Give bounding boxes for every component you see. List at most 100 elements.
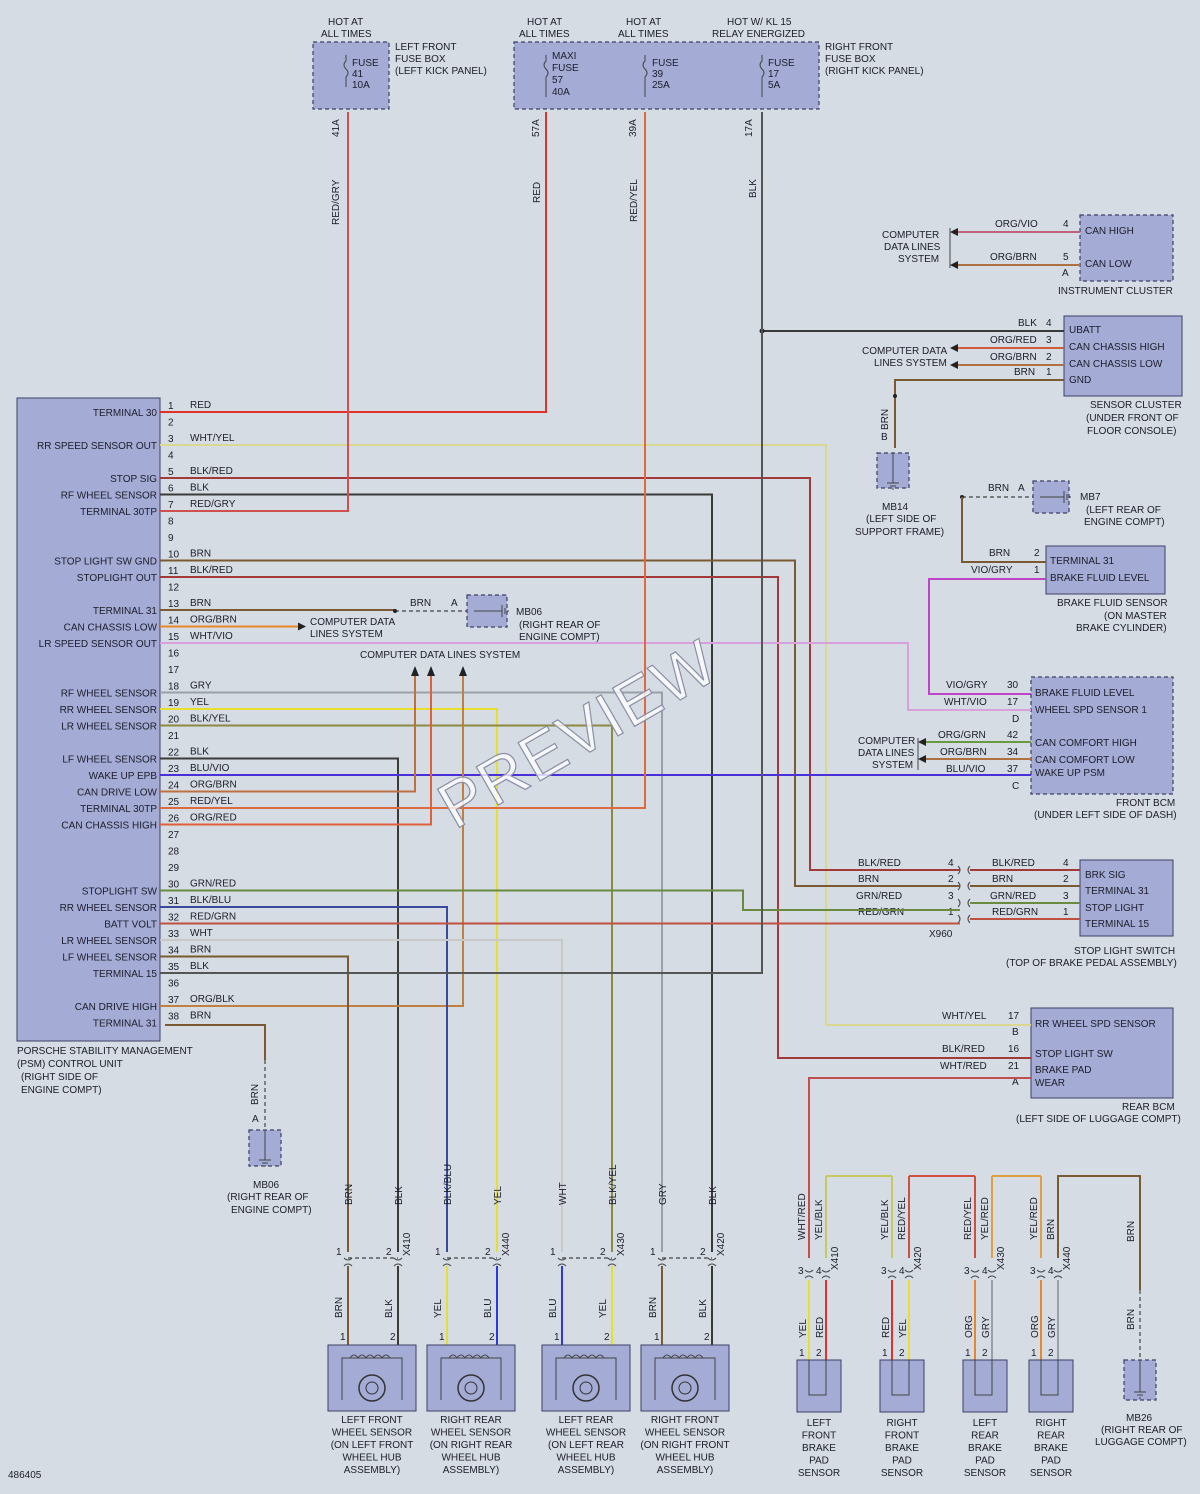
fuse-17-line-1: FUSE [768, 58, 795, 69]
wire-lf-sensor-brn [160, 955, 349, 1252]
sc-p2: 3 [1046, 335, 1052, 346]
fbcm-n1: BRAKE FLUID LEVEL [1035, 688, 1135, 699]
psm-pin-name: LF WHEEL SENSOR [62, 953, 157, 964]
fbcm-n2: WHEEL SPD SENSOR 1 [1035, 705, 1147, 716]
sls-label-2: (TOP OF BRAKE PEDAL ASSEMBLY) [1006, 958, 1177, 969]
psm-pin-wire-label: BLK [190, 961, 209, 972]
pad-sensor-conn-id: X420 [913, 1246, 924, 1270]
wheel-sensor-label: RIGHT FRONT [651, 1415, 719, 1426]
wire-rf-sensor-gry [160, 691, 663, 1252]
fbcm-w3: ORG/GRN [938, 730, 986, 741]
mb14-label-2: (LEFT SIDE OF [866, 514, 936, 525]
mb26-ground-icon [1134, 1360, 1146, 1399]
ground-mb06-bottom: BRN A MB06 (RIGHT REAR OF ENGINE COMPT) [165, 1024, 312, 1216]
wheel-sensor-upper-wire-b: BLK [394, 1186, 405, 1205]
wire-stoplight-sw [160, 889, 960, 911]
wheel-sensor-hub-icon [365, 1381, 379, 1395]
mb06-bottom-label-3: ENGINE COMPT) [231, 1205, 312, 1216]
sensor-cluster: SENSOR CLUSTER (UNDER FRONT OF FLOOR CON… [759, 315, 1183, 448]
psm-pin-number: 31 [168, 896, 180, 907]
psm-pin-name: CAN CHASSIS HIGH [61, 821, 157, 832]
sls-wire-left-label: RED/GRN [858, 907, 904, 918]
fbcm-ext-1: COMPUTER [858, 736, 915, 747]
sc-w2: ORG/RED [990, 335, 1037, 346]
psm-pin-number: 37 [168, 995, 180, 1006]
fbcm-label-2: (UNDER LEFT SIDE OF DASH) [1034, 810, 1177, 821]
wheel-sensor-label: ASSEMBLY) [443, 1465, 500, 1476]
wheel-sensor-upper-wire-a: WHT [558, 1182, 569, 1205]
psm-pin-name: CAN DRIVE LOW [77, 788, 158, 799]
wheel-sensor-connector-icon [442, 1257, 452, 1267]
psm-pin-number: 6 [168, 484, 174, 495]
pad-sensor-lower-wire-label-a: ORG [964, 1315, 975, 1338]
fuse-57-wire-label: RED [532, 182, 543, 203]
sls-conn-pin: 3 [948, 891, 954, 902]
wheel-sensor-connector-icon [607, 1257, 617, 1267]
psm-pin-wire-label: BRN [190, 549, 211, 560]
right-fuse-header-1b: ALL TIMES [519, 29, 570, 40]
fuse-39-line-1: FUSE [652, 58, 679, 69]
psm-pin-number: 17 [168, 665, 180, 676]
pad-sensor-pin-2: 2 [899, 1348, 905, 1359]
fuse-57-icon [543, 55, 549, 97]
rbcm-label-1: REAR BCM [1122, 1102, 1175, 1113]
psm-pin-wire-label: ORG/RED [190, 813, 237, 824]
wire-rr-sensor-blkblu [160, 906, 448, 1252]
psm-pin-wire-label: WHT [190, 928, 213, 939]
psm-pin-name: STOPLIGHT OUT [77, 573, 157, 584]
fuse-39-icon [642, 55, 648, 97]
rbcm-p1: 17 [1008, 1011, 1020, 1022]
psm-pin-number: 21 [168, 731, 180, 742]
psm-pin-wire-label: BLU/VIO [190, 763, 230, 774]
wheel-sensor-pin-2: 2 [386, 1247, 392, 1258]
wheel-sensor-hub-icon [678, 1381, 692, 1395]
pad-sensor-pin-4: 4 [816, 1266, 822, 1277]
sls-pin-name: TERMINAL 15 [1085, 919, 1150, 930]
ground-mb06-top: BRN A MB06 (RIGHT REAR OF ENGINE COMPT) [393, 594, 600, 643]
sc-wire-gnd [894, 379, 1064, 448]
wheel-sensor-lower-wire-label-a: BLU [548, 1299, 559, 1318]
arrow-cdl-icon [459, 666, 467, 676]
pad-sensor-label: PAD [975, 1456, 995, 1467]
pad-sensor-label: SENSOR [1030, 1468, 1072, 1479]
wheel-sensor-winding-icon [448, 1354, 490, 1359]
sls-conn-pin: 2 [948, 874, 954, 885]
right-fuse-header-2b: ALL TIMES [618, 29, 669, 40]
psm-pin-number: 9 [168, 533, 174, 544]
pad-sensor-upper-wire-label-b: RED/YEL [897, 1197, 908, 1240]
mb06-bottom-label-1: MB06 [253, 1180, 280, 1191]
pad-sensor-label: LEFT [973, 1418, 997, 1429]
bfs-p2: 1 [1034, 565, 1040, 576]
wheel-sensor-label: LEFT REAR [559, 1415, 614, 1426]
pad-sensor-label: PAD [892, 1456, 912, 1467]
rear-bcm: REAR BCM (LEFT SIDE OF LUGGAGE COMPT) WH… [940, 1007, 1181, 1125]
wheel-sensor-lower-wire-label-a: BRN [334, 1297, 345, 1318]
fbcm-w5: BLU/VIO [946, 764, 986, 775]
right-fuse-header-1a: HOT AT [527, 17, 562, 28]
psm-pin-name: LR SPEED SENSOR OUT [39, 639, 157, 650]
psm-pin-number: 38 [168, 1012, 180, 1023]
wheel-sensor-label: WHEEL SENSOR [645, 1428, 725, 1439]
pad-sensor-connector-icon [1053, 1269, 1063, 1279]
wheel-sensor-pin-1b: 1 [554, 1332, 560, 1343]
psm-pin-wire-label: ORG/BLK [190, 994, 235, 1005]
mb26-wire [1057, 1175, 1141, 1290]
wire-rf-sensor-blk [160, 493, 713, 1252]
fbcm-label-1: FRONT BCM [1116, 798, 1175, 809]
psm-pin-number: 7 [168, 500, 174, 511]
psm-pin-number: 33 [168, 929, 180, 940]
wheel-sensor-conn-id: X410 [402, 1232, 413, 1256]
psm-pin-number: 20 [168, 715, 180, 726]
ic-conn: A [1062, 268, 1069, 279]
pad-sensor-pin-3: 3 [964, 1266, 970, 1277]
psm-label-4: ENGINE COMPT) [21, 1085, 102, 1096]
pad-sensor-loop-icon [1040, 1360, 1059, 1396]
sc-p4: 1 [1046, 367, 1052, 378]
rbcm-n3b: WEAR [1035, 1078, 1065, 1089]
psm-pin-number: 13 [168, 599, 180, 610]
brake-fluid-sensor-frame [1045, 545, 1166, 595]
right-fuse-box-label-3: (RIGHT KICK PANEL) [825, 66, 924, 77]
wheel-sensor-pin-1b: 1 [654, 1332, 660, 1343]
mb14-conn: B [881, 432, 888, 443]
